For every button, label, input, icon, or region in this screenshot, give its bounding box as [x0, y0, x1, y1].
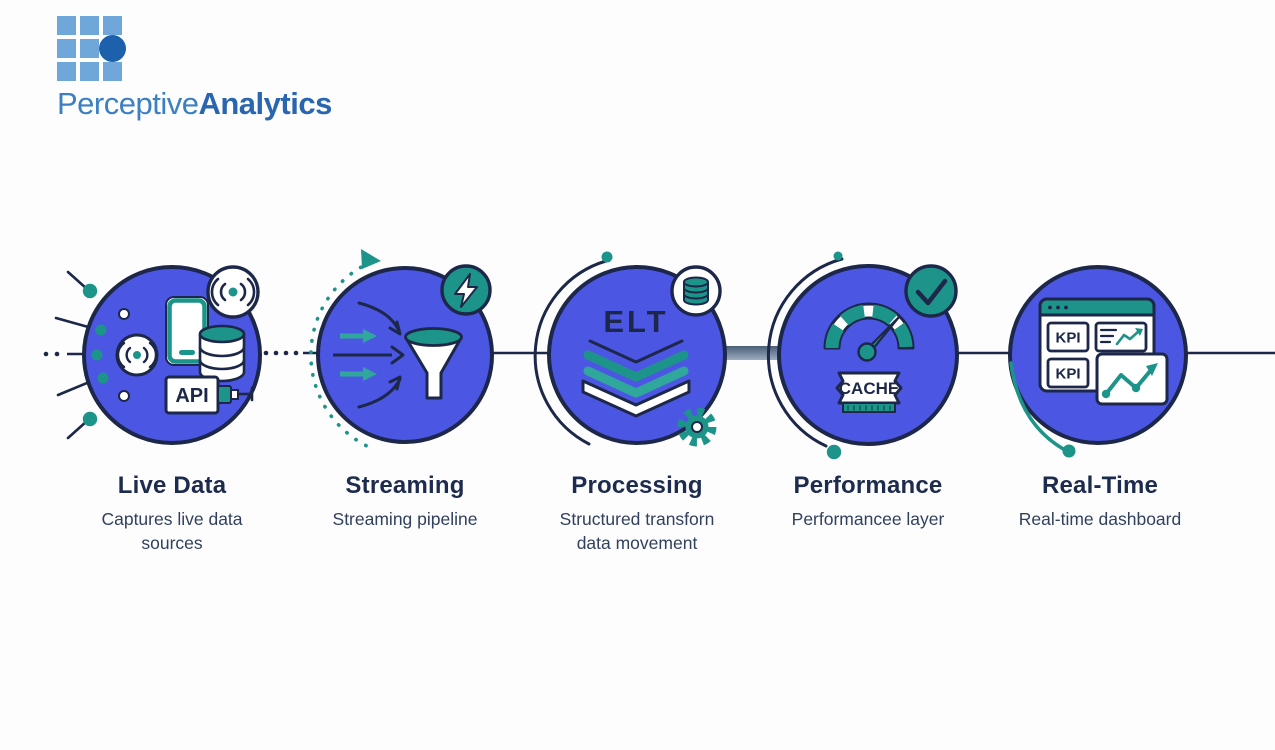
stage-live-data: API: [54, 265, 262, 445]
stage-performance: CACHE: [766, 251, 959, 460]
cache-label: CACHE: [839, 379, 899, 398]
brand-name: PerceptiveAnalytics: [57, 86, 332, 122]
kpi-label-1: KPI: [1055, 330, 1080, 347]
kpi-card-icon: KPI KPI: [1046, 321, 1090, 389]
source-dot-large: [82, 283, 98, 299]
stage-processing: ELT: [533, 251, 727, 447]
stage-streaming: [309, 249, 494, 450]
api-label: API: [175, 385, 208, 407]
wifi-signal-badge: [206, 265, 260, 319]
thick-connector-bar: [722, 346, 782, 360]
stage-title: Streaming: [345, 472, 465, 499]
logo-square: [57, 16, 76, 35]
kpi-label-2: KPI: [1055, 366, 1080, 383]
stage-label-live-data: Live Data Captures live data sources: [87, 472, 257, 555]
wifi-signal-icon: [115, 333, 159, 377]
report-panel-icon: [1094, 321, 1148, 353]
streaming-circle: [316, 266, 494, 444]
elt-label: ELT: [603, 304, 668, 339]
left-arc: [766, 257, 844, 448]
speedometer-icon: [823, 302, 915, 362]
gear-icon: [677, 407, 717, 447]
logo-dot-cell: [99, 35, 126, 62]
lightning-badge: [440, 264, 492, 316]
pipeline-connectors: [43, 350, 1275, 357]
left-arc: [533, 259, 608, 446]
arc-dot-large: [826, 444, 842, 460]
source-dot-small: [97, 372, 109, 384]
logo-square: [103, 16, 122, 35]
stage-subtitle: Streaming pipeline: [332, 509, 478, 529]
logo-square: [57, 39, 76, 58]
brand-logo: PerceptiveAnalytics: [57, 16, 332, 122]
database-badge: [670, 265, 722, 317]
logo-square: [57, 62, 76, 81]
stage-label-processing: Processing Structured transforn data mov…: [542, 472, 732, 555]
brand-name-light: Perceptive: [57, 86, 199, 121]
arc-dot: [1062, 444, 1076, 458]
check-badge: [904, 264, 958, 318]
stage-subtitle: Captures live data sources: [101, 509, 243, 553]
stage-title: Live Data: [117, 472, 227, 499]
inner-white-dot: [118, 308, 130, 320]
logo-square: [80, 16, 99, 35]
stage-subtitle: Structured transforn data movement: [559, 509, 715, 553]
stage-title: Performance: [793, 472, 943, 499]
logo-square: [80, 39, 99, 58]
inner-white-dot: [118, 390, 130, 402]
arc-arrowhead-icon: [361, 249, 381, 269]
stage-subtitle: Real-time dashboard: [1018, 509, 1182, 529]
arc-dot: [833, 251, 843, 261]
stage-title: Real-Time: [1041, 472, 1159, 499]
teal-arc: [1009, 361, 1067, 452]
stage-label-real-time: Real-Time Real-time dashboard: [1019, 472, 1181, 532]
logo-square: [80, 62, 99, 81]
brand-name-bold: Analytics: [198, 86, 332, 121]
source-dot-small: [91, 349, 103, 361]
check-icon: [915, 278, 948, 306]
layer-stack-icon: [581, 339, 691, 418]
logo-dot-icon: [99, 35, 126, 62]
source-dot-large: [82, 411, 98, 427]
logo-grid-icon: [57, 16, 126, 81]
stage-title: Processing: [571, 472, 703, 499]
stage-label-performance: Performance Performancee layer: [792, 472, 945, 532]
dotted-arc: [309, 249, 381, 450]
trend-arrowhead-icon: [1146, 363, 1158, 376]
inflow-arrows-icon: [333, 301, 405, 409]
source-dot-small: [95, 324, 107, 336]
api-plug-icon: API: [164, 375, 254, 415]
lightning-bolt-icon: [454, 273, 478, 308]
stage-label-streaming: Streaming Streaming pipeline: [333, 472, 478, 532]
arc-dot: [601, 251, 613, 263]
trend-chart-icon: [1095, 352, 1169, 406]
stage-subtitle: Performancee layer: [791, 509, 945, 529]
stage-real-time: KPI KPI: [1008, 265, 1188, 458]
cache-chip-icon: CACHE: [835, 371, 903, 413]
logo-square: [103, 62, 122, 81]
database-icon: [198, 324, 246, 383]
funnel-icon: [404, 327, 463, 400]
